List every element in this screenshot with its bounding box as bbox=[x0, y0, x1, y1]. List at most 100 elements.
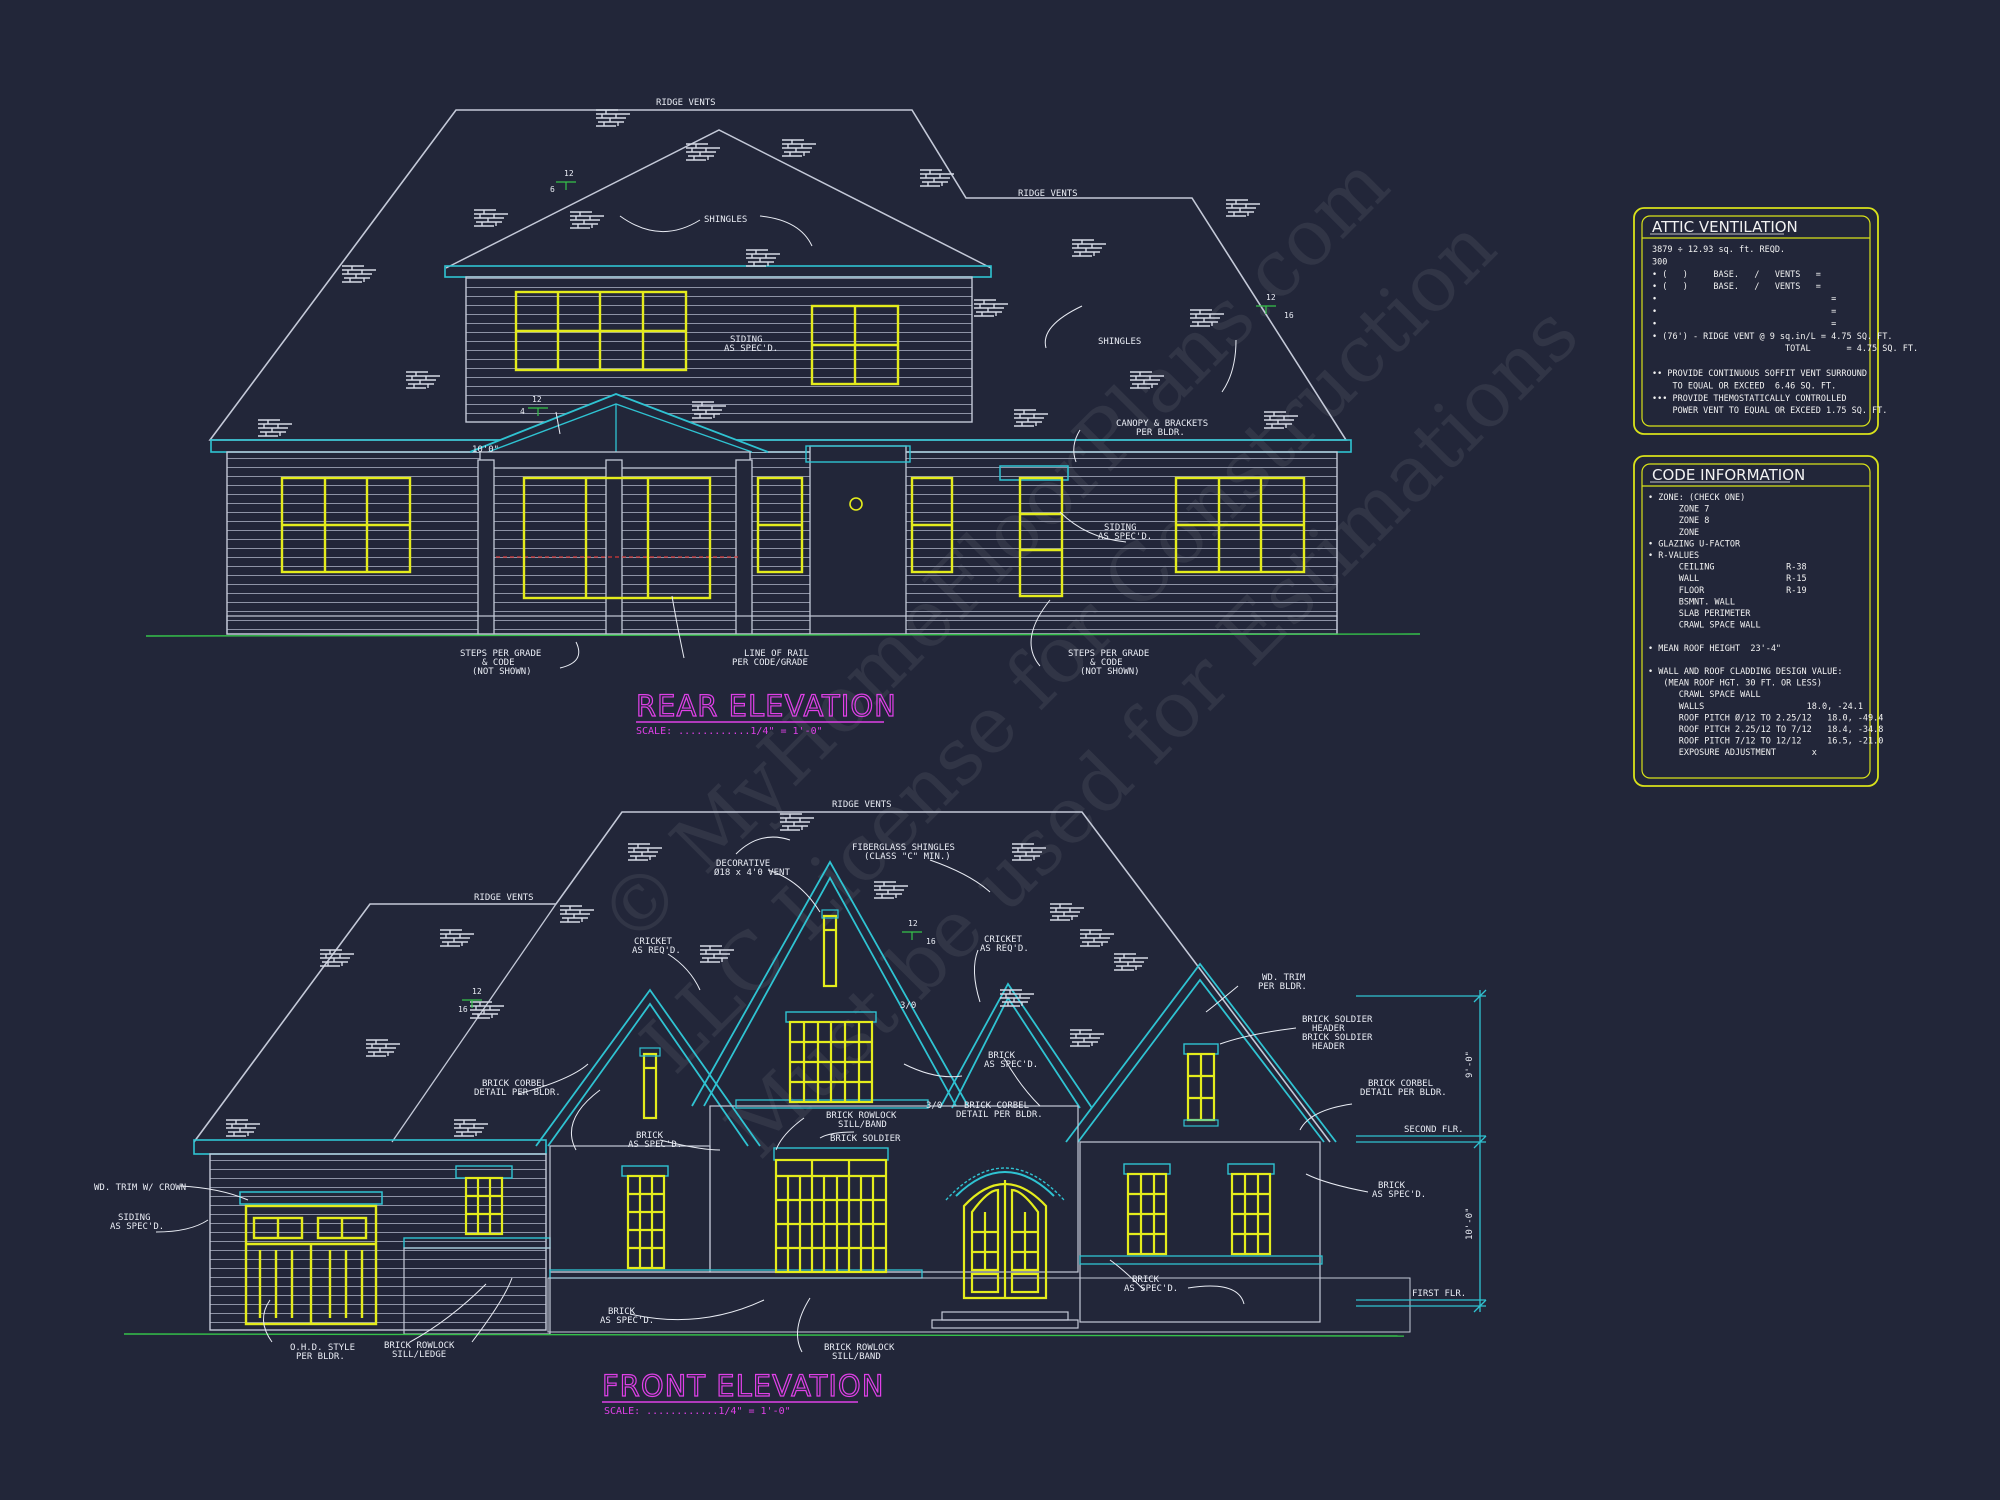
rear-elevation-scale: SCALE: ............1/4" = 1'-0" bbox=[636, 726, 823, 737]
rear-upper-wall bbox=[465, 276, 973, 423]
front-siding-label: AS SPEC'D. bbox=[110, 1222, 164, 1232]
front-upper-window bbox=[788, 1020, 874, 1104]
front-corbel-label: DETAIL PER BLDR. bbox=[1360, 1088, 1447, 1098]
attic-line: 300 bbox=[1652, 257, 1667, 267]
attic-line: TOTAL = 4.75 SQ. FT. bbox=[1652, 344, 1918, 354]
front-brick-label: AS SPEC'D. bbox=[984, 1060, 1038, 1070]
code-information-panel: CODE INFORMATION • ZONE: (CHECK ONE) ZON… bbox=[1633, 455, 1883, 787]
front-decorative-label: Ø18 x 4'0 VENT bbox=[714, 867, 790, 878]
rear-porch-column bbox=[735, 459, 753, 635]
first-floor-label: FIRST FLR. bbox=[1412, 1289, 1466, 1299]
front-brick-label: BRICK bbox=[636, 1131, 664, 1141]
attic-line: • ( ) BASE. / VENTS = bbox=[1652, 282, 1821, 292]
front-rowlock-label: BRICK ROWLOCK bbox=[826, 1111, 897, 1121]
front-ridge-vents-label: RIDGE VENTS bbox=[474, 893, 534, 903]
front-corbel-label: BRICK CORBEL bbox=[482, 1079, 547, 1089]
rear-steps-label: STEPS PER GRADE bbox=[1068, 649, 1149, 659]
rear-canopy-label: PER BLDR. bbox=[1136, 428, 1185, 438]
code-line: • R-VALUES bbox=[1648, 551, 1699, 561]
front-brick-label: BRICK bbox=[988, 1051, 1016, 1061]
attic-line: • = bbox=[1652, 295, 1836, 305]
front-cricket-label: AS REQ'D. bbox=[632, 946, 681, 956]
front-siding-label: SIDING bbox=[118, 1213, 151, 1223]
code-information-lines: • ZONE: (CHECK ONE) ZONE 7 ZONE 8 ZONE• … bbox=[1648, 493, 1883, 758]
rear-elevation-title: REAR ELEVATION bbox=[636, 689, 897, 723]
front-soldier-label: BRICK SOLDIER bbox=[1302, 1015, 1373, 1025]
front-pitch-label: 12 bbox=[908, 919, 918, 928]
front-decorative-label: DECORATIVE bbox=[716, 859, 770, 869]
front-level-dims bbox=[1356, 989, 1487, 1313]
code-line: WALL R-15 bbox=[1648, 574, 1807, 584]
attic-line: ••• PROVIDE THEMOSTATICALLY CONTROLLED bbox=[1652, 394, 1846, 404]
rear-pitch-label: 16 bbox=[1284, 311, 1294, 320]
front-corbel-label: BRICK CORBEL bbox=[1368, 1079, 1433, 1089]
rear-porch-gable bbox=[469, 393, 769, 453]
front-elevation-scale: SCALE: ............1/4" = 1'-0" bbox=[604, 1406, 791, 1417]
front-brick-label: AS SPEC'D. bbox=[1124, 1284, 1178, 1294]
rear-lower-fascia bbox=[210, 439, 1352, 453]
attic-line: • = bbox=[1652, 307, 1836, 317]
rear-steps-label: (NOT SHOWN) bbox=[472, 667, 532, 677]
front-soldier-label: HEADER bbox=[1312, 1042, 1345, 1052]
rear-steps-label: & CODE bbox=[482, 658, 515, 668]
attic-line: TO EQUAL OR EXCEED 6.46 SQ. FT. bbox=[1652, 381, 1836, 391]
front-brick-label: BRICK bbox=[608, 1307, 636, 1317]
front-dim-label: 3/0 bbox=[926, 1101, 942, 1111]
code-line: FLOOR R-19 bbox=[1648, 586, 1807, 596]
code-line: • ZONE: (CHECK ONE) bbox=[1648, 493, 1745, 503]
front-rowlock-label: SILL/BAND bbox=[832, 1352, 881, 1362]
front-cricket-label: CRICKET bbox=[634, 937, 673, 947]
attic-line: • = bbox=[1652, 319, 1836, 329]
front-trim-label: PER BLDR. bbox=[1258, 982, 1307, 992]
front-rowlock-label: BRICK ROWLOCK bbox=[384, 1341, 455, 1351]
upper-height-dim: 9'-0" bbox=[1465, 1051, 1475, 1078]
front-dim-label: 3/0 bbox=[900, 1001, 916, 1011]
code-line: ROOF PITCH 7/12 TO 12/12 16.5, -21.0 bbox=[1648, 737, 1883, 747]
front-garage-door bbox=[244, 1204, 378, 1326]
front-brick-label: AS SPEC'D. bbox=[600, 1316, 654, 1326]
rear-siding-label: SIDING bbox=[730, 335, 763, 345]
front-corbel-label: BRICK CORBEL bbox=[964, 1101, 1029, 1111]
attic-ventilation-lines: 3879 ÷ 12.93 sq. ft. REQD.300• ( ) BASE.… bbox=[1652, 245, 1918, 416]
rear-ridge-vents-label: RIDGE VENTS bbox=[1018, 189, 1078, 199]
front-soldier-label: BRICK SOLDIER bbox=[1302, 1033, 1373, 1043]
attic-line: •• PROVIDE CONTINUOUS SOFFIT VENT SURROU… bbox=[1652, 369, 1867, 379]
front-window-left bbox=[626, 1174, 666, 1270]
code-line: SLAB PERIMETER bbox=[1648, 609, 1751, 619]
front-trim-label: WD. TRIM bbox=[1262, 973, 1306, 983]
front-brick-wall bbox=[1079, 1141, 1321, 1323]
front-leaders bbox=[155, 836, 1369, 1353]
rear-porch-column bbox=[477, 459, 495, 635]
code-line: • GLAZING U-FACTOR bbox=[1648, 539, 1741, 549]
front-center-window bbox=[774, 1158, 888, 1274]
front-rowlock-label: BRICK ROWLOCK bbox=[824, 1343, 895, 1353]
code-line: (MEAN ROOF HGT. 30 FT. OR LESS) bbox=[1648, 679, 1822, 689]
code-line: CRAWL SPACE WALL bbox=[1648, 621, 1761, 631]
code-line: • WALL AND ROOF CLADDING DESIGN VALUE: bbox=[1648, 667, 1842, 677]
front-windows-right bbox=[1126, 1052, 1272, 1256]
rear-pitch-label: 12 bbox=[1266, 293, 1276, 302]
rear-rail-label: PER CODE/GRADE bbox=[732, 658, 808, 668]
front-pitch-label: 12 bbox=[472, 987, 482, 996]
front-corbel-label: DETAIL PER BLDR. bbox=[956, 1110, 1043, 1120]
front-rowlock-label: SILL/BAND bbox=[838, 1120, 887, 1130]
lower-height-dim: 10'-0" bbox=[1465, 1207, 1475, 1240]
rear-elevation: RIDGE VENTS RIDGE VENTS SHINGLES SHINGLE… bbox=[145, 98, 1421, 737]
code-line: BSMNT. WALL bbox=[1648, 597, 1735, 607]
front-soldier-label: BRICK SOLDIER bbox=[830, 1134, 901, 1144]
front-rowlock-label: SILL/LEDGE bbox=[392, 1350, 446, 1360]
attic-line: • (76') - RIDGE VENT @ 9 sq.in/L = 4.75 … bbox=[1652, 332, 1893, 342]
rear-upper-roof bbox=[445, 129, 992, 269]
rear-canopy bbox=[999, 465, 1069, 481]
front-pitch-label: 16 bbox=[926, 937, 936, 946]
rear-pitch-label: 12 bbox=[564, 169, 574, 178]
rear-steps-label: (NOT SHOWN) bbox=[1080, 667, 1140, 677]
front-decorative-vents bbox=[642, 914, 838, 1120]
code-line: ZONE 8 bbox=[1648, 516, 1709, 526]
attic-line: POWER VENT TO EQUAL OR EXCEED 1.75 SQ. F… bbox=[1652, 406, 1887, 416]
front-fiberglass-label: (CLASS "C" MIN.) bbox=[864, 852, 951, 862]
front-trim-crown-label: WD. TRIM W/ CROWN bbox=[94, 1183, 186, 1193]
rear-center-bump bbox=[809, 445, 907, 635]
rear-porch-column bbox=[605, 459, 623, 635]
front-entry-door bbox=[962, 1180, 1048, 1300]
